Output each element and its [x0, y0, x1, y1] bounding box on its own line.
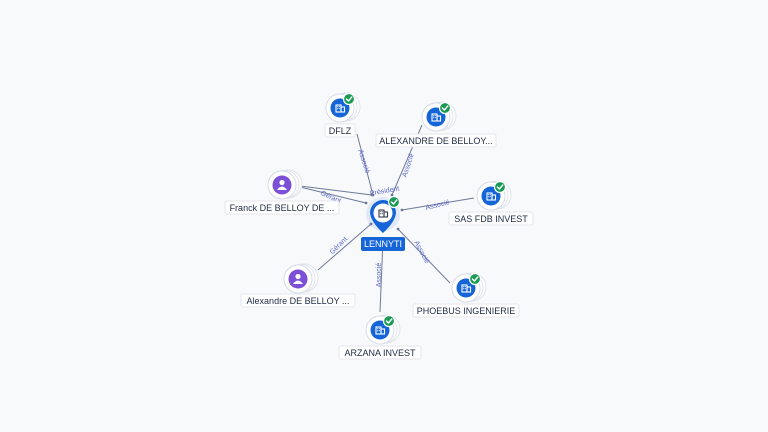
node-dflz[interactable]: DFLZ	[324, 92, 361, 138]
node-label: PHOEBUS INGENIERIE	[417, 306, 516, 316]
verified-check-icon	[438, 101, 452, 115]
edge-franck-de-belloy[interactable]: Président	[299, 185, 400, 198]
building-icon	[461, 284, 472, 293]
edge-line	[317, 223, 372, 271]
node-label: DFLZ	[329, 126, 352, 136]
center-label-tag[interactable]: LENNYTI	[361, 237, 405, 251]
edge-sas-fdb-invest[interactable]: Associé	[400, 197, 475, 212]
node-label-bg	[375, 133, 497, 148]
node-label-bg	[448, 211, 534, 226]
edge-arrow	[369, 222, 373, 226]
node-arzana-invest[interactable]: ARZANA INVEST	[338, 314, 422, 360]
edge-label: Associé	[401, 153, 415, 179]
node-alexandre-de-belloy-person[interactable]: Alexandre DE BELLOY ...	[240, 263, 356, 308]
node-label-bg	[224, 200, 340, 215]
edge-arrow	[396, 227, 400, 231]
edge-arrow	[364, 201, 368, 205]
node-label-tag[interactable]: ALEXANDRE DE BELLOY...	[375, 133, 497, 148]
person-icon	[293, 273, 303, 284]
node-label-bg	[338, 345, 422, 360]
edge-phoebus-ingenierie[interactable]: Associé	[396, 227, 451, 284]
node-label-bg	[412, 303, 520, 318]
node-label: Franck DE BELLOY DE ...	[230, 203, 335, 213]
edge-label: Associé	[425, 199, 451, 212]
node-label: Alexandre DE BELLOY ...	[247, 296, 350, 306]
node-label: ARZANA INVEST	[344, 348, 416, 358]
center-label: LENNYTI	[364, 239, 402, 249]
node-label-bg	[240, 293, 356, 308]
edge-label: Associé	[356, 149, 370, 175]
edge-line	[299, 185, 373, 196]
verified-check-icon	[468, 272, 482, 286]
edge-label: Président	[370, 185, 400, 197]
verified-check-icon	[342, 92, 356, 106]
nodes-layer: DFLZ ALEXANDRE DE BELLOY... Franck DE BELL…	[224, 92, 534, 360]
edge-dflz[interactable]: Associé	[356, 133, 375, 197]
node-label-tag[interactable]: Alexandre DE BELLOY ...	[240, 293, 356, 308]
edge-line	[397, 228, 451, 284]
node-label-bg	[324, 123, 356, 138]
building-icon	[378, 209, 389, 218]
edge-arrow	[400, 208, 404, 212]
verified-check-icon	[382, 314, 396, 328]
verified-check-icon	[387, 195, 401, 209]
edge-line	[379, 238, 384, 313]
edge-label: Associé	[376, 263, 383, 288]
building-icon	[375, 326, 386, 335]
center-node[interactable]: LENNYTI	[361, 195, 405, 252]
edge-line	[299, 186, 367, 204]
node-label: ALEXANDRE DE BELLOY...	[379, 136, 492, 146]
node-label: SAS FDB INVEST	[454, 214, 528, 224]
edge-arrow	[370, 193, 374, 197]
edge-line	[401, 197, 475, 211]
verified-check-icon	[493, 180, 507, 194]
node-franck-de-belloy[interactable]: Franck DE BELLOY DE ...	[224, 169, 340, 215]
edge-label: Associé	[412, 240, 430, 265]
node-label-tag[interactable]: Franck DE BELLOY DE ...	[224, 200, 340, 215]
node-label-tag[interactable]: ARZANA INVEST	[338, 345, 422, 360]
building-icon	[335, 104, 346, 113]
node-alexandre-de-belloy-co[interactable]: ALEXANDRE DE BELLOY...	[375, 101, 497, 148]
node-label-tag[interactable]: PHOEBUS INGENIERIE	[412, 303, 520, 318]
node-label-tag[interactable]: DFLZ	[324, 123, 356, 138]
center-label-bg	[361, 237, 405, 251]
node-sas-fdb-invest[interactable]: SAS FDB INVEST	[448, 180, 534, 226]
edge-arrow	[390, 193, 394, 197]
person-icon	[277, 179, 287, 190]
node-label-tag[interactable]: SAS FDB INVEST	[448, 211, 534, 226]
edge-line	[356, 133, 374, 196]
building-icon	[431, 113, 442, 122]
building-icon	[486, 192, 497, 201]
node-phoebus-ingenierie[interactable]: PHOEBUS INGENIERIE	[412, 272, 520, 318]
center-core	[373, 203, 393, 223]
